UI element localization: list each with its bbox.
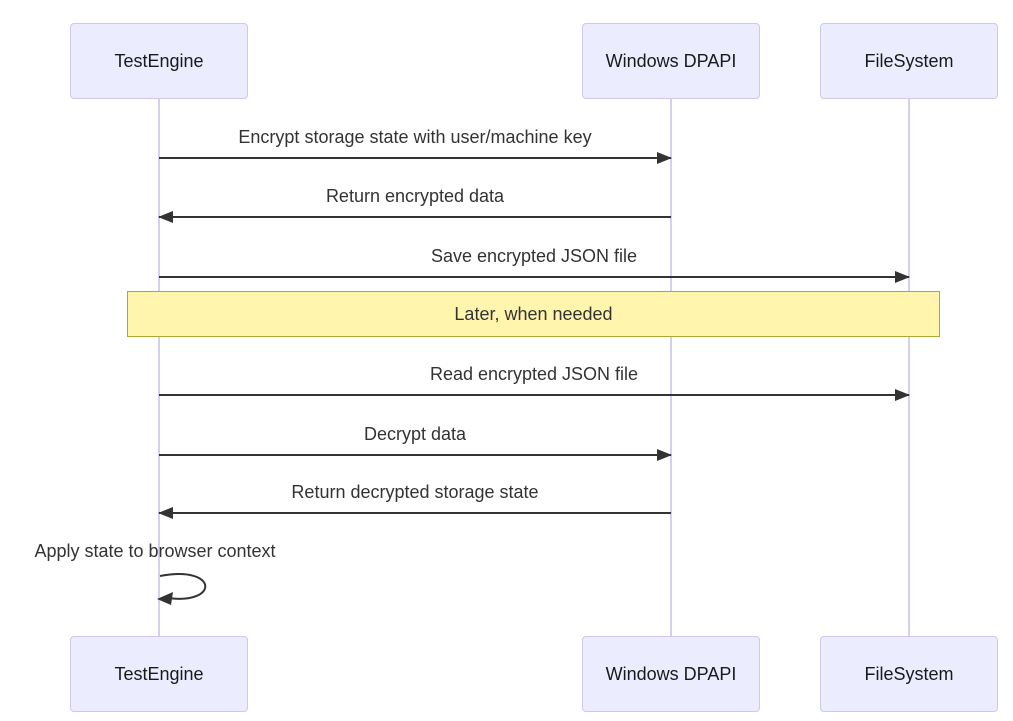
lifeline-filesystem bbox=[908, 99, 910, 636]
message-arrow-4 bbox=[159, 389, 910, 401]
message-arrow-2 bbox=[158, 211, 671, 223]
self-loop-arrow-icon bbox=[157, 573, 207, 605]
actor-label: FileSystem bbox=[864, 50, 954, 71]
actor-label: TestEngine bbox=[114, 663, 204, 684]
message-arrow-5 bbox=[159, 449, 672, 461]
lifeline-testengine bbox=[158, 99, 160, 636]
arrowhead-right-icon bbox=[895, 271, 910, 283]
message-label-6: Return decrypted storage state bbox=[291, 482, 539, 502]
actor-top-filesystem: FileSystem bbox=[820, 23, 998, 99]
actor-top-windows-dpapi: Windows DPAPI bbox=[582, 23, 760, 99]
arrowhead-left-icon bbox=[158, 507, 173, 519]
actor-bottom-testengine: TestEngine bbox=[70, 636, 248, 712]
actor-bottom-windows-dpapi: Windows DPAPI bbox=[582, 636, 760, 712]
arrowhead-right-icon bbox=[895, 389, 910, 401]
note-label: Later, when needed bbox=[454, 303, 613, 324]
actor-label: TestEngine bbox=[114, 50, 204, 71]
message-label-4: Read encrypted JSON file bbox=[429, 364, 639, 384]
message-label-2: Return encrypted data bbox=[325, 186, 505, 206]
message-arrow-6 bbox=[158, 507, 671, 519]
message-label-5: Decrypt data bbox=[363, 424, 467, 444]
message-arrow-1 bbox=[159, 152, 672, 164]
lifeline-windows-dpapi bbox=[670, 99, 672, 636]
note-band: Later, when needed bbox=[127, 291, 940, 337]
arrowhead-right-icon bbox=[657, 449, 672, 461]
actor-top-testengine: TestEngine bbox=[70, 23, 248, 99]
actor-label: Windows DPAPI bbox=[605, 663, 737, 684]
message-label-7: Apply state to browser context bbox=[34, 541, 276, 561]
actor-label: Windows DPAPI bbox=[605, 50, 737, 71]
actor-label: FileSystem bbox=[864, 663, 954, 684]
message-label-1: Encrypt storage state with user/machine … bbox=[238, 127, 592, 147]
message-arrow-3 bbox=[159, 271, 910, 283]
message-label-3: Save encrypted JSON file bbox=[430, 246, 638, 266]
arrowhead-right-icon bbox=[657, 152, 672, 164]
arrowhead-left-icon bbox=[158, 211, 173, 223]
actor-bottom-filesystem: FileSystem bbox=[820, 636, 998, 712]
